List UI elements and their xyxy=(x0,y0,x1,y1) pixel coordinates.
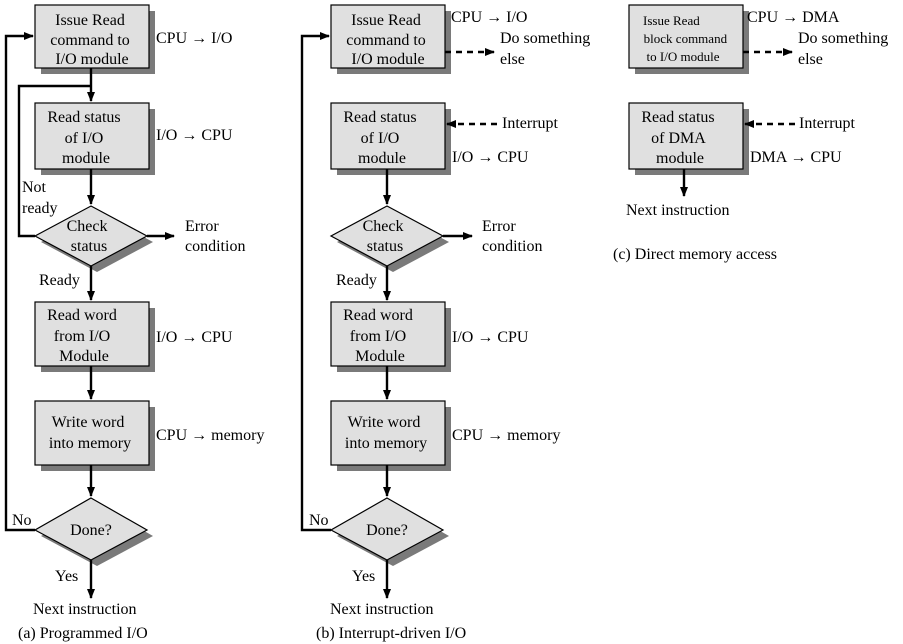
c-do-something-label: Do something else xyxy=(798,30,892,68)
a-not-ready-label: Not ready xyxy=(22,179,58,217)
b-check-status-diamond xyxy=(329,205,449,272)
a-no-loop xyxy=(4,32,35,532)
a-read-word-box xyxy=(34,301,155,372)
b-issue-read-box xyxy=(330,4,451,74)
b-read-word-box xyxy=(330,301,451,372)
a-read-status-label: Read status of I/O module xyxy=(47,109,124,167)
b-ready-label: Ready xyxy=(336,272,377,289)
b-write-word-note: CPU → memory xyxy=(452,427,560,444)
b-read-status-box xyxy=(330,102,451,175)
a-read-word-note: I/O → CPU xyxy=(156,329,233,346)
c-read-status-box xyxy=(628,102,749,175)
c-issue-read-box xyxy=(628,4,749,74)
b-issue-note: CPU → I/O xyxy=(451,9,527,26)
c-caption: (c) Direct memory access xyxy=(613,246,777,263)
a-write-word-label: Write word into memory xyxy=(49,414,131,452)
b-do-something-label: Do something else xyxy=(500,30,594,68)
a-issue-read-label: Issue Read command to I/O module xyxy=(50,12,134,68)
a-write-word-note: CPU → memory xyxy=(156,427,264,444)
c-next-instruction: Next instruction xyxy=(626,202,730,219)
c-read-status-note: DMA → CPU xyxy=(750,149,842,166)
a-check-status-diamond xyxy=(33,205,153,272)
a-write-word-box xyxy=(34,400,155,471)
b-issue-read-label: Issue Read command to I/O module xyxy=(346,12,430,68)
a-next-instruction: Next instruction xyxy=(33,601,137,618)
a-read-status-note: I/O → CPU xyxy=(156,127,233,144)
a-check-status-label: Check status xyxy=(67,218,112,255)
b-read-status-label: Read status of I/O module xyxy=(343,109,420,167)
b-done-label: Done? xyxy=(366,522,408,539)
a-no-label: No xyxy=(12,512,32,529)
b-read-status-note: I/O → CPU xyxy=(452,149,529,166)
a-issue-read-box xyxy=(34,4,155,74)
c-issue-note: CPU → DMA xyxy=(747,9,840,26)
b-no-label: No xyxy=(309,512,329,529)
b-yes-label: Yes xyxy=(352,568,375,585)
c-read-status-label: Read status of DMA module xyxy=(641,109,718,167)
b-check-status-label: Check status xyxy=(363,218,408,255)
c-interrupt-label: Interrupt xyxy=(799,115,856,132)
b-interrupt-label: Interrupt xyxy=(502,115,559,132)
a-not-ready-loop xyxy=(17,84,91,238)
a-error-label: Error condition xyxy=(185,218,245,255)
b-write-word-label: Write word into memory xyxy=(345,414,427,452)
c-issue-read-label: Issue Read block command to I/O module xyxy=(643,13,730,64)
a-caption: (a) Programmed I/O xyxy=(18,625,148,642)
a-read-status-box xyxy=(34,102,155,175)
a-issue-note: CPU → I/O xyxy=(156,30,232,47)
a-done-label: Done? xyxy=(70,522,112,539)
b-caption: (b) Interrupt-driven I/O xyxy=(316,625,466,642)
b-no-loop xyxy=(300,32,331,532)
flowchart-programmed-io: Issue Read command to I/O module CPU → I… xyxy=(4,4,264,642)
a-yes-label: Yes xyxy=(55,568,78,585)
b-read-word-label: Read word from I/O Module xyxy=(343,307,417,365)
b-next-instruction: Next instruction xyxy=(330,601,434,618)
a-ready-label: Ready xyxy=(39,272,80,289)
b-error-label: Error condition xyxy=(482,218,542,255)
a-read-word-label: Read word from I/O Module xyxy=(47,307,121,365)
b-read-word-note: I/O → CPU xyxy=(452,329,529,346)
flowchart-interrupt-driven-io: Issue Read command to I/O module CPU → I… xyxy=(300,4,594,642)
flowchart-direct-memory-access: Issue Read block command to I/O module C… xyxy=(613,4,892,263)
